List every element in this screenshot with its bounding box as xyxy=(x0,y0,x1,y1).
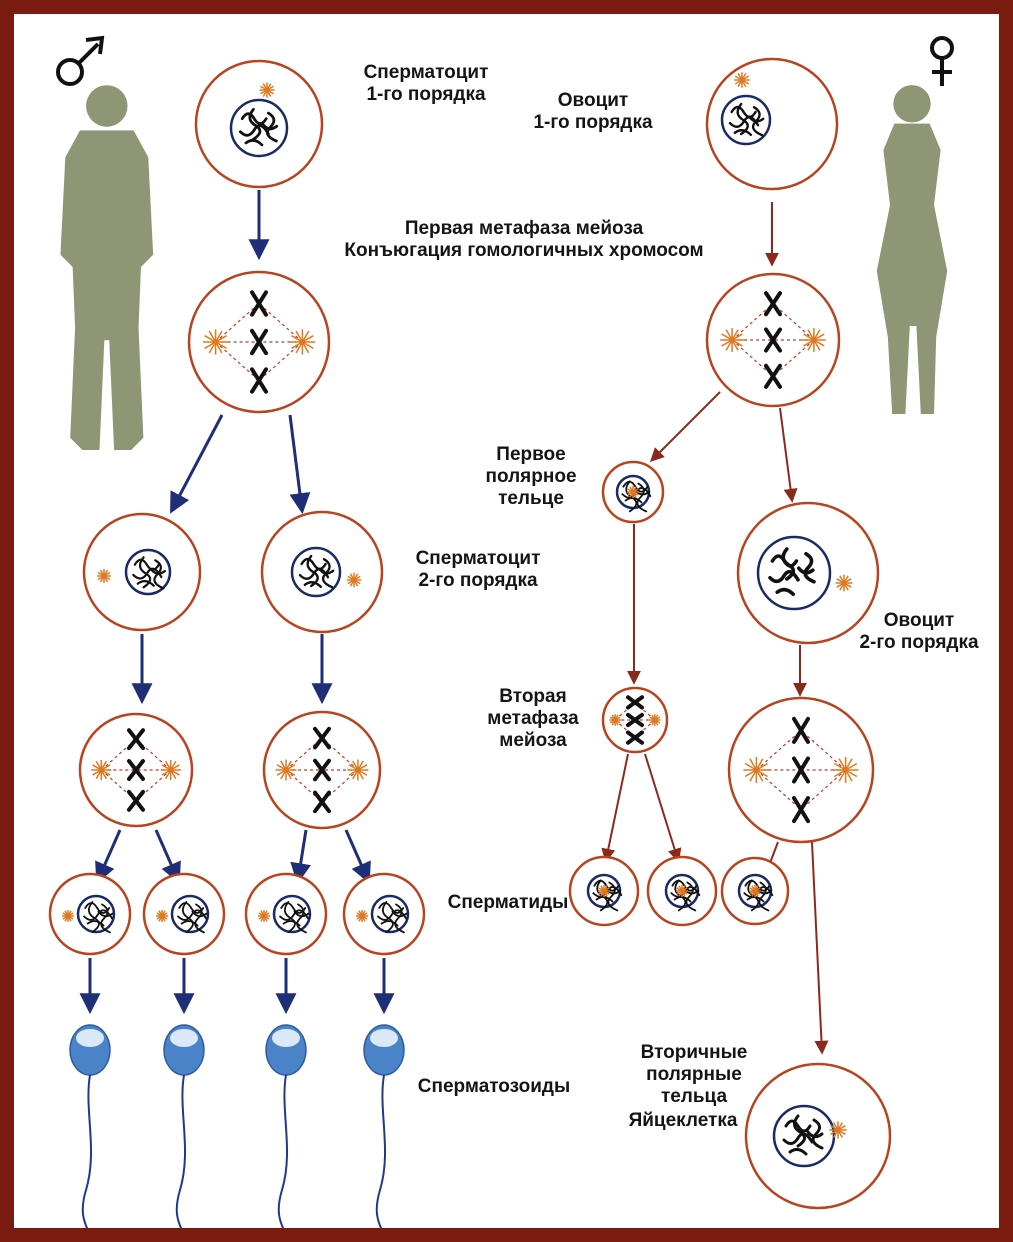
label-egg: Яйцеклетка xyxy=(608,1110,758,1132)
spermatozoon-2 xyxy=(164,1025,204,1228)
arrow-male-4c xyxy=(298,830,306,880)
acrosome xyxy=(170,1029,198,1047)
arrow-female-4a xyxy=(606,754,628,860)
male-silhouette xyxy=(60,85,153,450)
label-oocyte1: Овоцит 1-го порядка xyxy=(518,90,668,134)
male-symbol-icon xyxy=(58,38,102,84)
arrow-male-4d xyxy=(346,830,368,880)
acrosome xyxy=(370,1029,398,1047)
secondary-polar-body-2 xyxy=(648,857,716,925)
label-metaphase2: Вторая метафаза мейоза xyxy=(468,686,598,752)
label-secondary-polar-bodies: Вторичные полярные тельца xyxy=(614,1042,774,1108)
female-metaphase2-cell xyxy=(729,698,873,842)
female-silhouette xyxy=(877,85,947,414)
male-secondary-spermatocyte-a xyxy=(84,514,200,630)
spermatid-cell-2 xyxy=(144,874,224,954)
oocyte1-cell xyxy=(707,59,837,189)
male-metaphase2-cell-a xyxy=(80,714,192,826)
arrow-male-4a xyxy=(98,830,120,880)
male-secondary-spermatocyte-b xyxy=(262,512,382,632)
first-polar-body-division-cell xyxy=(603,688,667,752)
spermatozoon-4 xyxy=(364,1025,404,1228)
acrosome xyxy=(272,1029,300,1047)
arrow-female-4d xyxy=(812,842,822,1052)
acrosome xyxy=(76,1029,104,1047)
arrow-male-4b xyxy=(156,830,178,880)
first-polar-body-cell xyxy=(603,462,663,522)
sperm-tail xyxy=(377,1075,385,1228)
spermatozoon-1 xyxy=(70,1025,110,1228)
female-symbol-icon xyxy=(932,38,952,86)
spermatid-cell-1 xyxy=(50,874,130,954)
arrow-female-2b xyxy=(780,408,792,500)
label-metaphase1: Первая метафаза мейоза Конъюгация гомоло… xyxy=(284,218,764,262)
male-metaphase1-cell xyxy=(189,272,329,412)
sperm-tail xyxy=(177,1075,185,1228)
label-spermatocyte2: Сперматоцит 2-го порядка xyxy=(388,548,568,592)
label-spermatocyte1: Сперматоцит 1-го порядка xyxy=(336,62,516,106)
spermatocyte1-cell xyxy=(196,61,322,187)
label-first-polar-body: Первое полярное тельце xyxy=(466,444,596,510)
sperm-tail xyxy=(279,1075,287,1228)
sperm-tail xyxy=(83,1075,91,1228)
secondary-polar-body-3 xyxy=(722,858,788,924)
arrow-female-2a xyxy=(652,392,720,460)
secondary-polar-body-1 xyxy=(570,857,638,925)
male-metaphase2-cell-b xyxy=(264,712,380,828)
label-spermatids: Сперматиды xyxy=(428,892,588,914)
label-oocyte2: Овоцит 2-го порядка xyxy=(834,610,1004,654)
label-spermatozoa: Сперматозоиды xyxy=(394,1076,594,1098)
arrow-female-4b xyxy=(645,754,678,860)
spermatid-cell-3 xyxy=(246,874,326,954)
spermatozoon-3 xyxy=(266,1025,306,1228)
female-metaphase1-cell xyxy=(707,274,839,406)
arrow-male-2b xyxy=(290,415,302,510)
spermatid-cell-4 xyxy=(344,874,424,954)
arrow-male-2a xyxy=(172,415,222,510)
